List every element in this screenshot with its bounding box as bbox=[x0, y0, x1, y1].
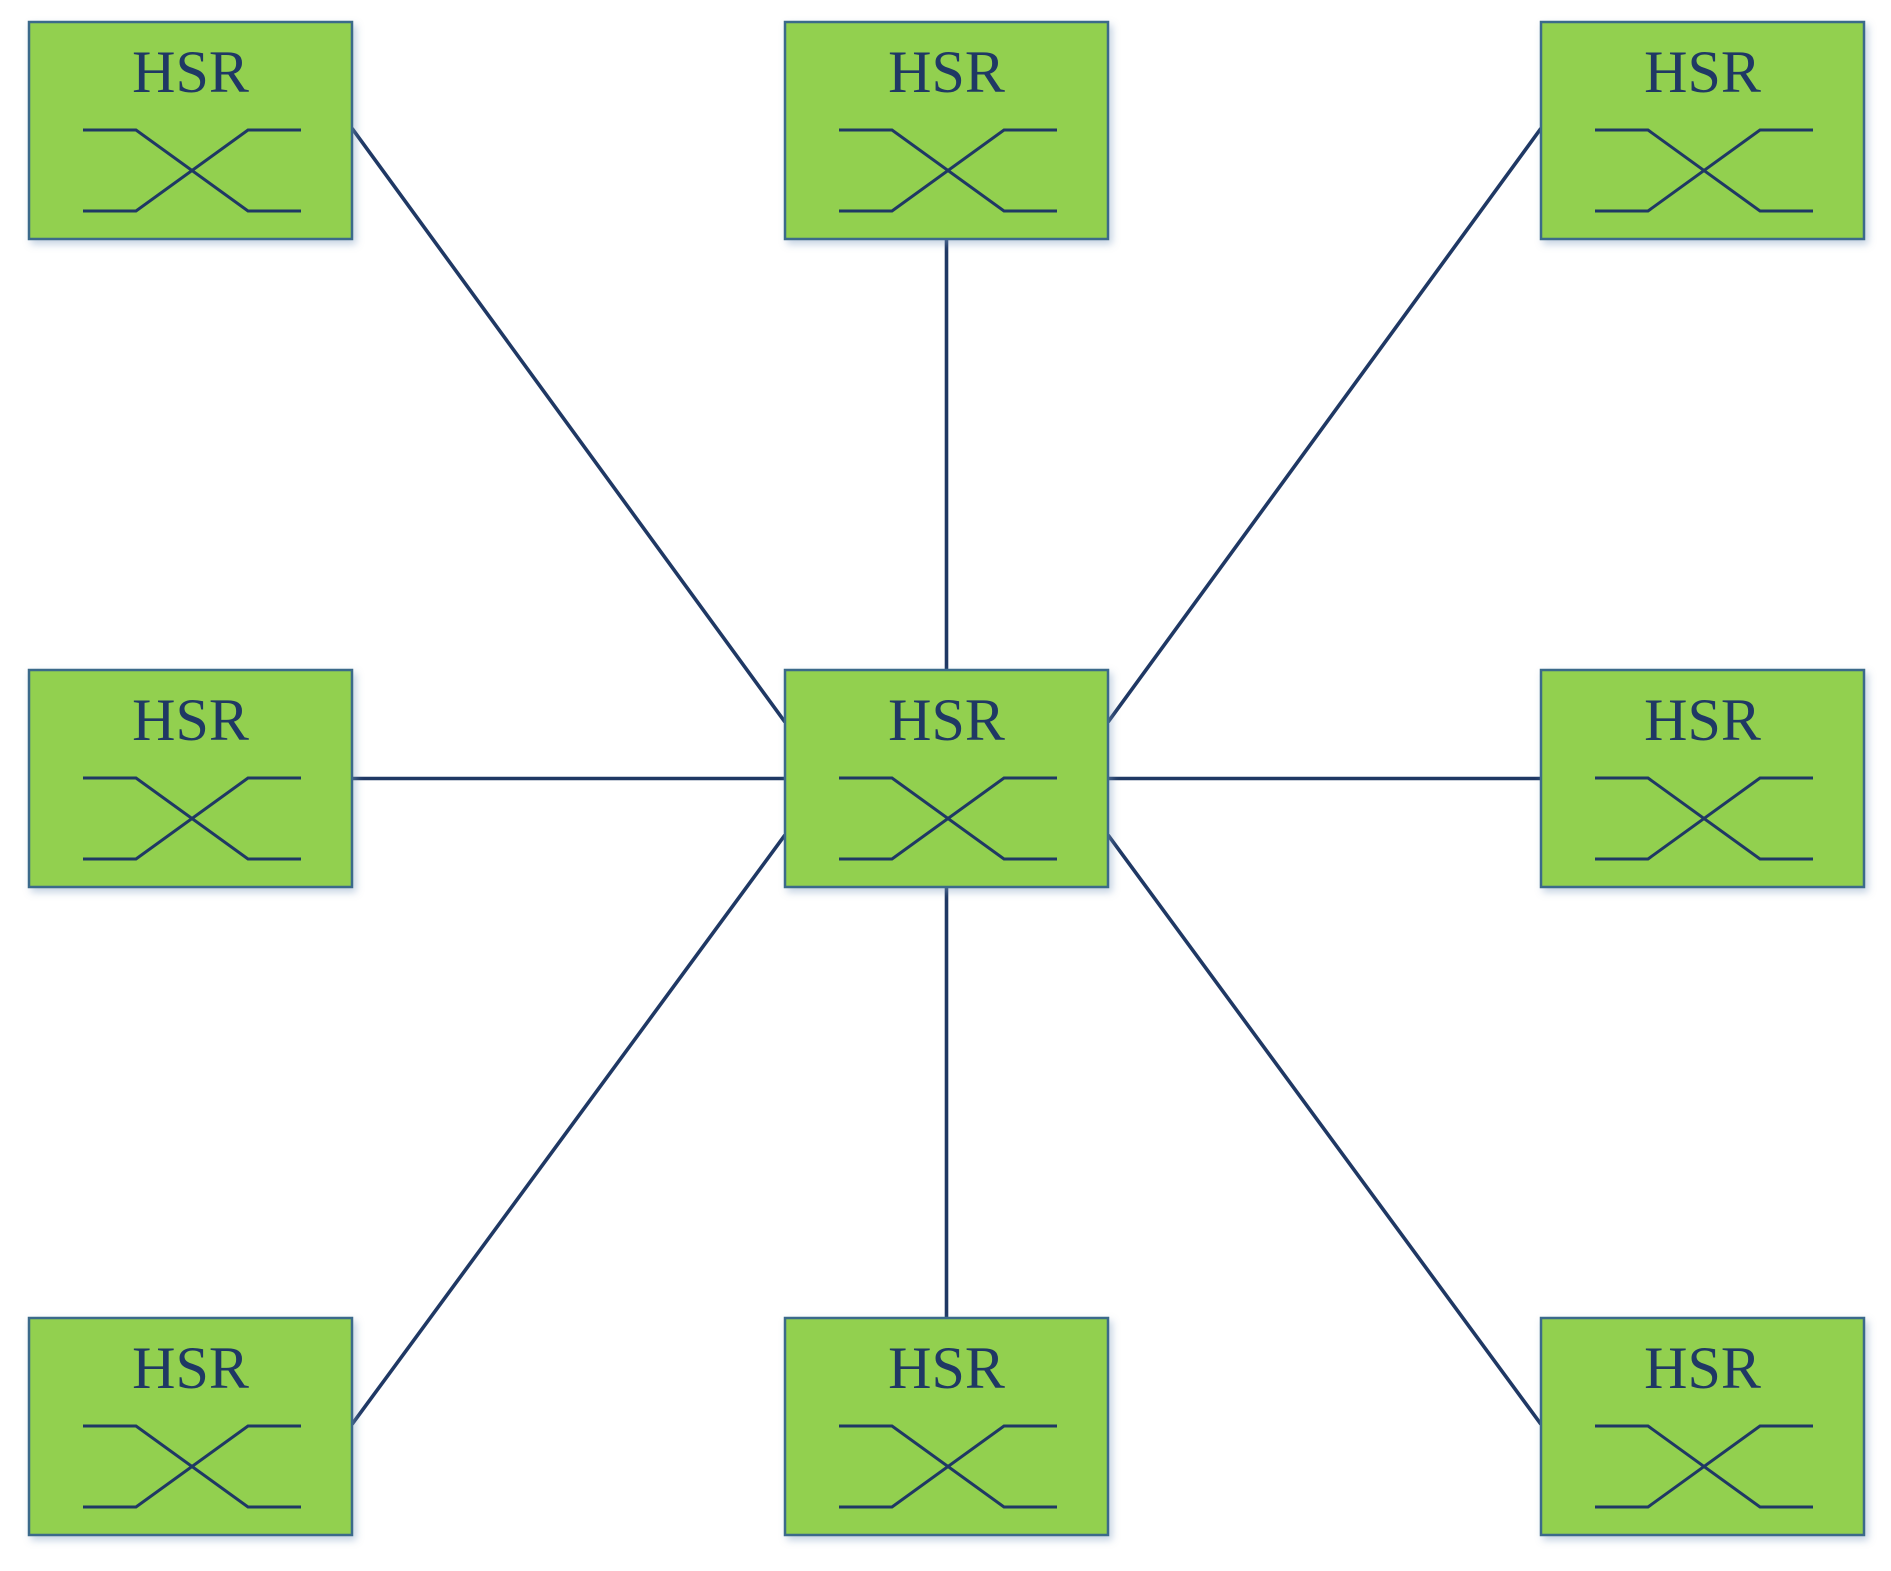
switch-crossover-icon bbox=[1595, 1424, 1813, 1509]
hsr-node-top-right[interactable]: HSR bbox=[1539, 20, 1866, 241]
hsr-node-middle-left[interactable]: HSR bbox=[27, 668, 354, 889]
nodes-layer: HSR HSR HSR HSR HSR HSR HSR HSR HSR bbox=[27, 20, 1866, 1537]
node-box bbox=[783, 1316, 1110, 1537]
link-center-to-top-right bbox=[1106, 127, 1543, 724]
node-label: HSR bbox=[1644, 1335, 1761, 1401]
node-label: HSR bbox=[888, 687, 1005, 753]
node-label: HSR bbox=[888, 1335, 1005, 1401]
switch-crossover-icon bbox=[83, 128, 301, 213]
hsr-node-top-center[interactable]: HSR bbox=[783, 20, 1110, 241]
node-label: HSR bbox=[888, 39, 1005, 105]
switch-crossover-icon bbox=[1595, 776, 1813, 861]
hsr-node-top-left[interactable]: HSR bbox=[27, 20, 354, 241]
switch-crossover-icon bbox=[839, 776, 1057, 861]
hsr-node-middle-right[interactable]: HSR bbox=[1539, 668, 1866, 889]
link-center-to-top-left bbox=[350, 127, 787, 724]
link-center-to-bottom-left bbox=[350, 833, 787, 1426]
switch-crossover-icon bbox=[83, 1424, 301, 1509]
links-layer bbox=[350, 127, 1543, 1426]
switch-crossover-icon bbox=[839, 128, 1057, 213]
switch-crossover-icon bbox=[83, 776, 301, 861]
hsr-node-bottom-center[interactable]: HSR bbox=[783, 1316, 1110, 1537]
switch-crossover-icon bbox=[1595, 128, 1813, 213]
node-label: HSR bbox=[132, 687, 249, 753]
node-label: HSR bbox=[1644, 687, 1761, 753]
hsr-node-bottom-left[interactable]: HSR bbox=[27, 1316, 354, 1537]
node-label: HSR bbox=[132, 39, 249, 105]
switch-crossover-icon bbox=[839, 1424, 1057, 1509]
link-center-to-bottom-right bbox=[1106, 833, 1543, 1426]
hsr-node-bottom-right[interactable]: HSR bbox=[1539, 1316, 1866, 1537]
hsr-node-center[interactable]: HSR bbox=[783, 668, 1110, 889]
node-label: HSR bbox=[132, 1335, 249, 1401]
node-label: HSR bbox=[1644, 39, 1761, 105]
